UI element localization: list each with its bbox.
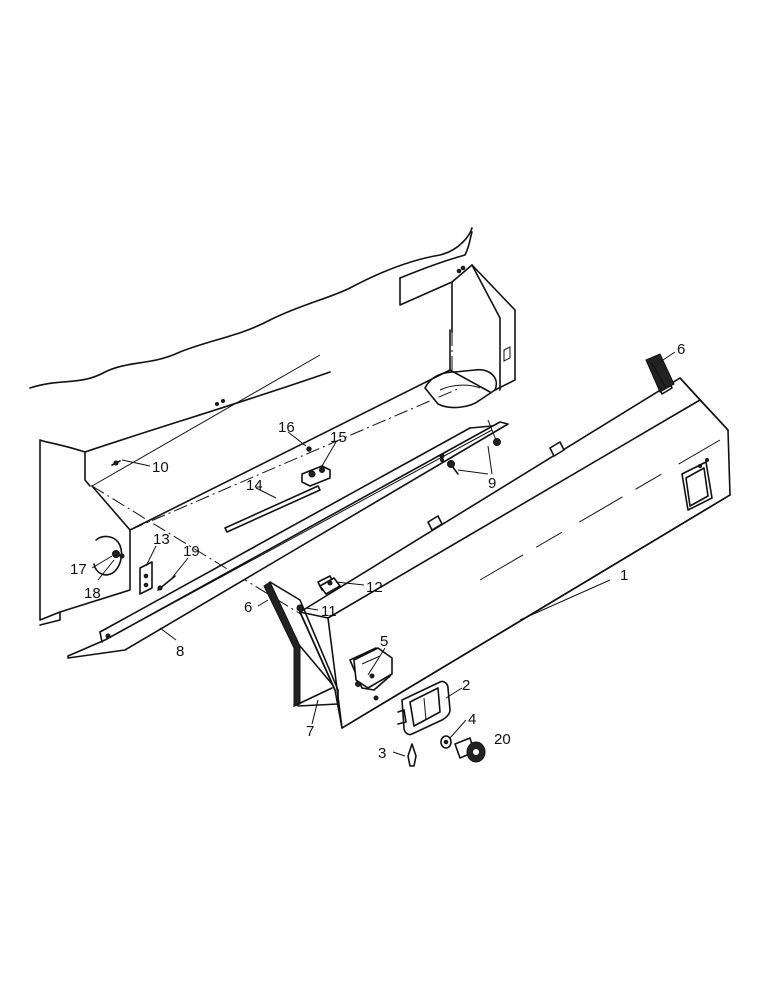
part-11-screw: [296, 604, 304, 612]
callout-20: 20: [494, 731, 511, 748]
callout-13: 13: [153, 531, 170, 548]
rear-bracket: [424, 368, 497, 409]
callout-1: 1: [620, 567, 628, 584]
part-20-knob: [454, 737, 486, 763]
part-6-seal-lower: [263, 581, 301, 707]
callout-18: 18: [84, 585, 101, 602]
callout-3: 3: [378, 745, 386, 762]
callout-11: 11: [321, 603, 337, 620]
callout-17: 17: [70, 561, 87, 578]
part-14-bar: [224, 485, 321, 533]
callout-19: 19: [183, 543, 200, 560]
part-10-screw: [111, 460, 121, 466]
callout-8: 8: [176, 643, 184, 660]
callout-2: 2: [462, 677, 470, 694]
callout-4: 4: [468, 711, 476, 728]
callout-15: 15: [330, 429, 347, 446]
part-8-rail: [67, 421, 509, 659]
callout-6-lower: 6: [244, 599, 252, 616]
part-5-pad: [353, 647, 393, 689]
part-9-screws: [440, 419, 501, 475]
part-15-clip: [301, 465, 331, 487]
part-3-pin: [407, 743, 417, 767]
leader-lines: [91, 351, 676, 757]
part-6-seal-upper: [645, 353, 675, 393]
part-2-handle: [397, 680, 451, 736]
callout-12: 12: [366, 579, 383, 596]
callout-9: 9: [488, 475, 496, 492]
vehicle-body-outline: [29, 227, 516, 633]
part-4-washer: [440, 735, 452, 749]
callout-16: 16: [278, 419, 295, 436]
part-19-rod: [157, 575, 176, 591]
callout-14: 14: [246, 477, 263, 494]
part-16-screw: [306, 446, 312, 452]
part-13-plate: [139, 561, 153, 595]
callout-labels: 1 2 3 4 5 6 6 7 8 9 10 11 12 13 14 15 16…: [70, 341, 685, 762]
callout-7: 7: [306, 723, 314, 740]
part-12-hinge: [319, 577, 341, 595]
callout-6-upper: 6: [677, 341, 685, 358]
callout-10: 10: [152, 459, 169, 476]
callout-5: 5: [380, 633, 388, 650]
part-17-plate: [93, 535, 125, 576]
part-7-frame: [269, 581, 339, 707]
